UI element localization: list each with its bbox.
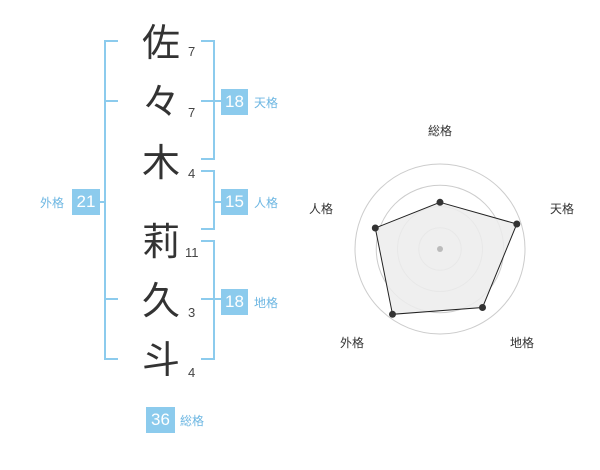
radar-point-4 [389, 310, 396, 318]
gaikaku-value-badge: 21 [72, 189, 100, 215]
radar-point-3 [479, 304, 486, 311]
name-char-6: 斗 [141, 338, 180, 382]
stroke-count-3: 4 [188, 166, 196, 181]
jinkaku-bracket-tick [215, 201, 221, 203]
chikaku-bracket [201, 240, 215, 360]
radar-data-polygon [374, 201, 518, 315]
stroke-count-5: 3 [188, 305, 196, 320]
name-char-3: 木 [141, 141, 180, 185]
jinkaku-label: 人格 [254, 196, 279, 210]
chikaku-value-badge: 18 [221, 289, 248, 315]
gaikaku-bracket-tick-2 [104, 298, 118, 300]
jinkaku-bracket [201, 170, 215, 230]
tenkaku-label: 天格 [254, 96, 279, 110]
radar-axis-label-chikaku: 地格 [510, 336, 535, 350]
soukaku-label: 総格 [180, 414, 205, 428]
chikaku-bracket-tick [201, 298, 221, 300]
stroke-count-6: 4 [188, 365, 196, 380]
tenkaku-bracket-tick [201, 100, 221, 102]
tenkaku-value-badge: 18 [221, 89, 248, 115]
chikaku-label: 地格 [254, 296, 279, 310]
radar-point-5 [371, 224, 379, 232]
name-char-5: 久 [141, 279, 180, 323]
name-char-4: 莉 [141, 220, 180, 264]
radar-ring-4 [354, 163, 526, 335]
radar-axis-label-gaikaku: 外格 [340, 336, 365, 350]
gaikaku-label: 外格 [40, 196, 65, 210]
radar-point-1 [436, 198, 444, 206]
stroke-count-2: 7 [188, 105, 196, 120]
name-char-1: 佐 [141, 21, 180, 65]
radar-axis-label-soukaku: 総格 [428, 124, 453, 138]
radar-point-2 [513, 220, 521, 228]
radar-axis-label-jinkaku: 人格 [309, 202, 334, 216]
soukaku-value-badge: 36 [146, 407, 175, 433]
gaikaku-bracket [104, 40, 118, 360]
jinkaku-value-badge: 15 [221, 189, 248, 215]
gaikaku-bracket-tick-1 [104, 100, 118, 102]
stroke-count-4: 11 [185, 245, 199, 260]
radar-center-dot [437, 246, 443, 252]
stroke-count-1: 7 [188, 44, 196, 59]
radar-axis-label-tenkaku: 天格 [550, 202, 575, 216]
name-char-2: 々 [141, 80, 180, 124]
